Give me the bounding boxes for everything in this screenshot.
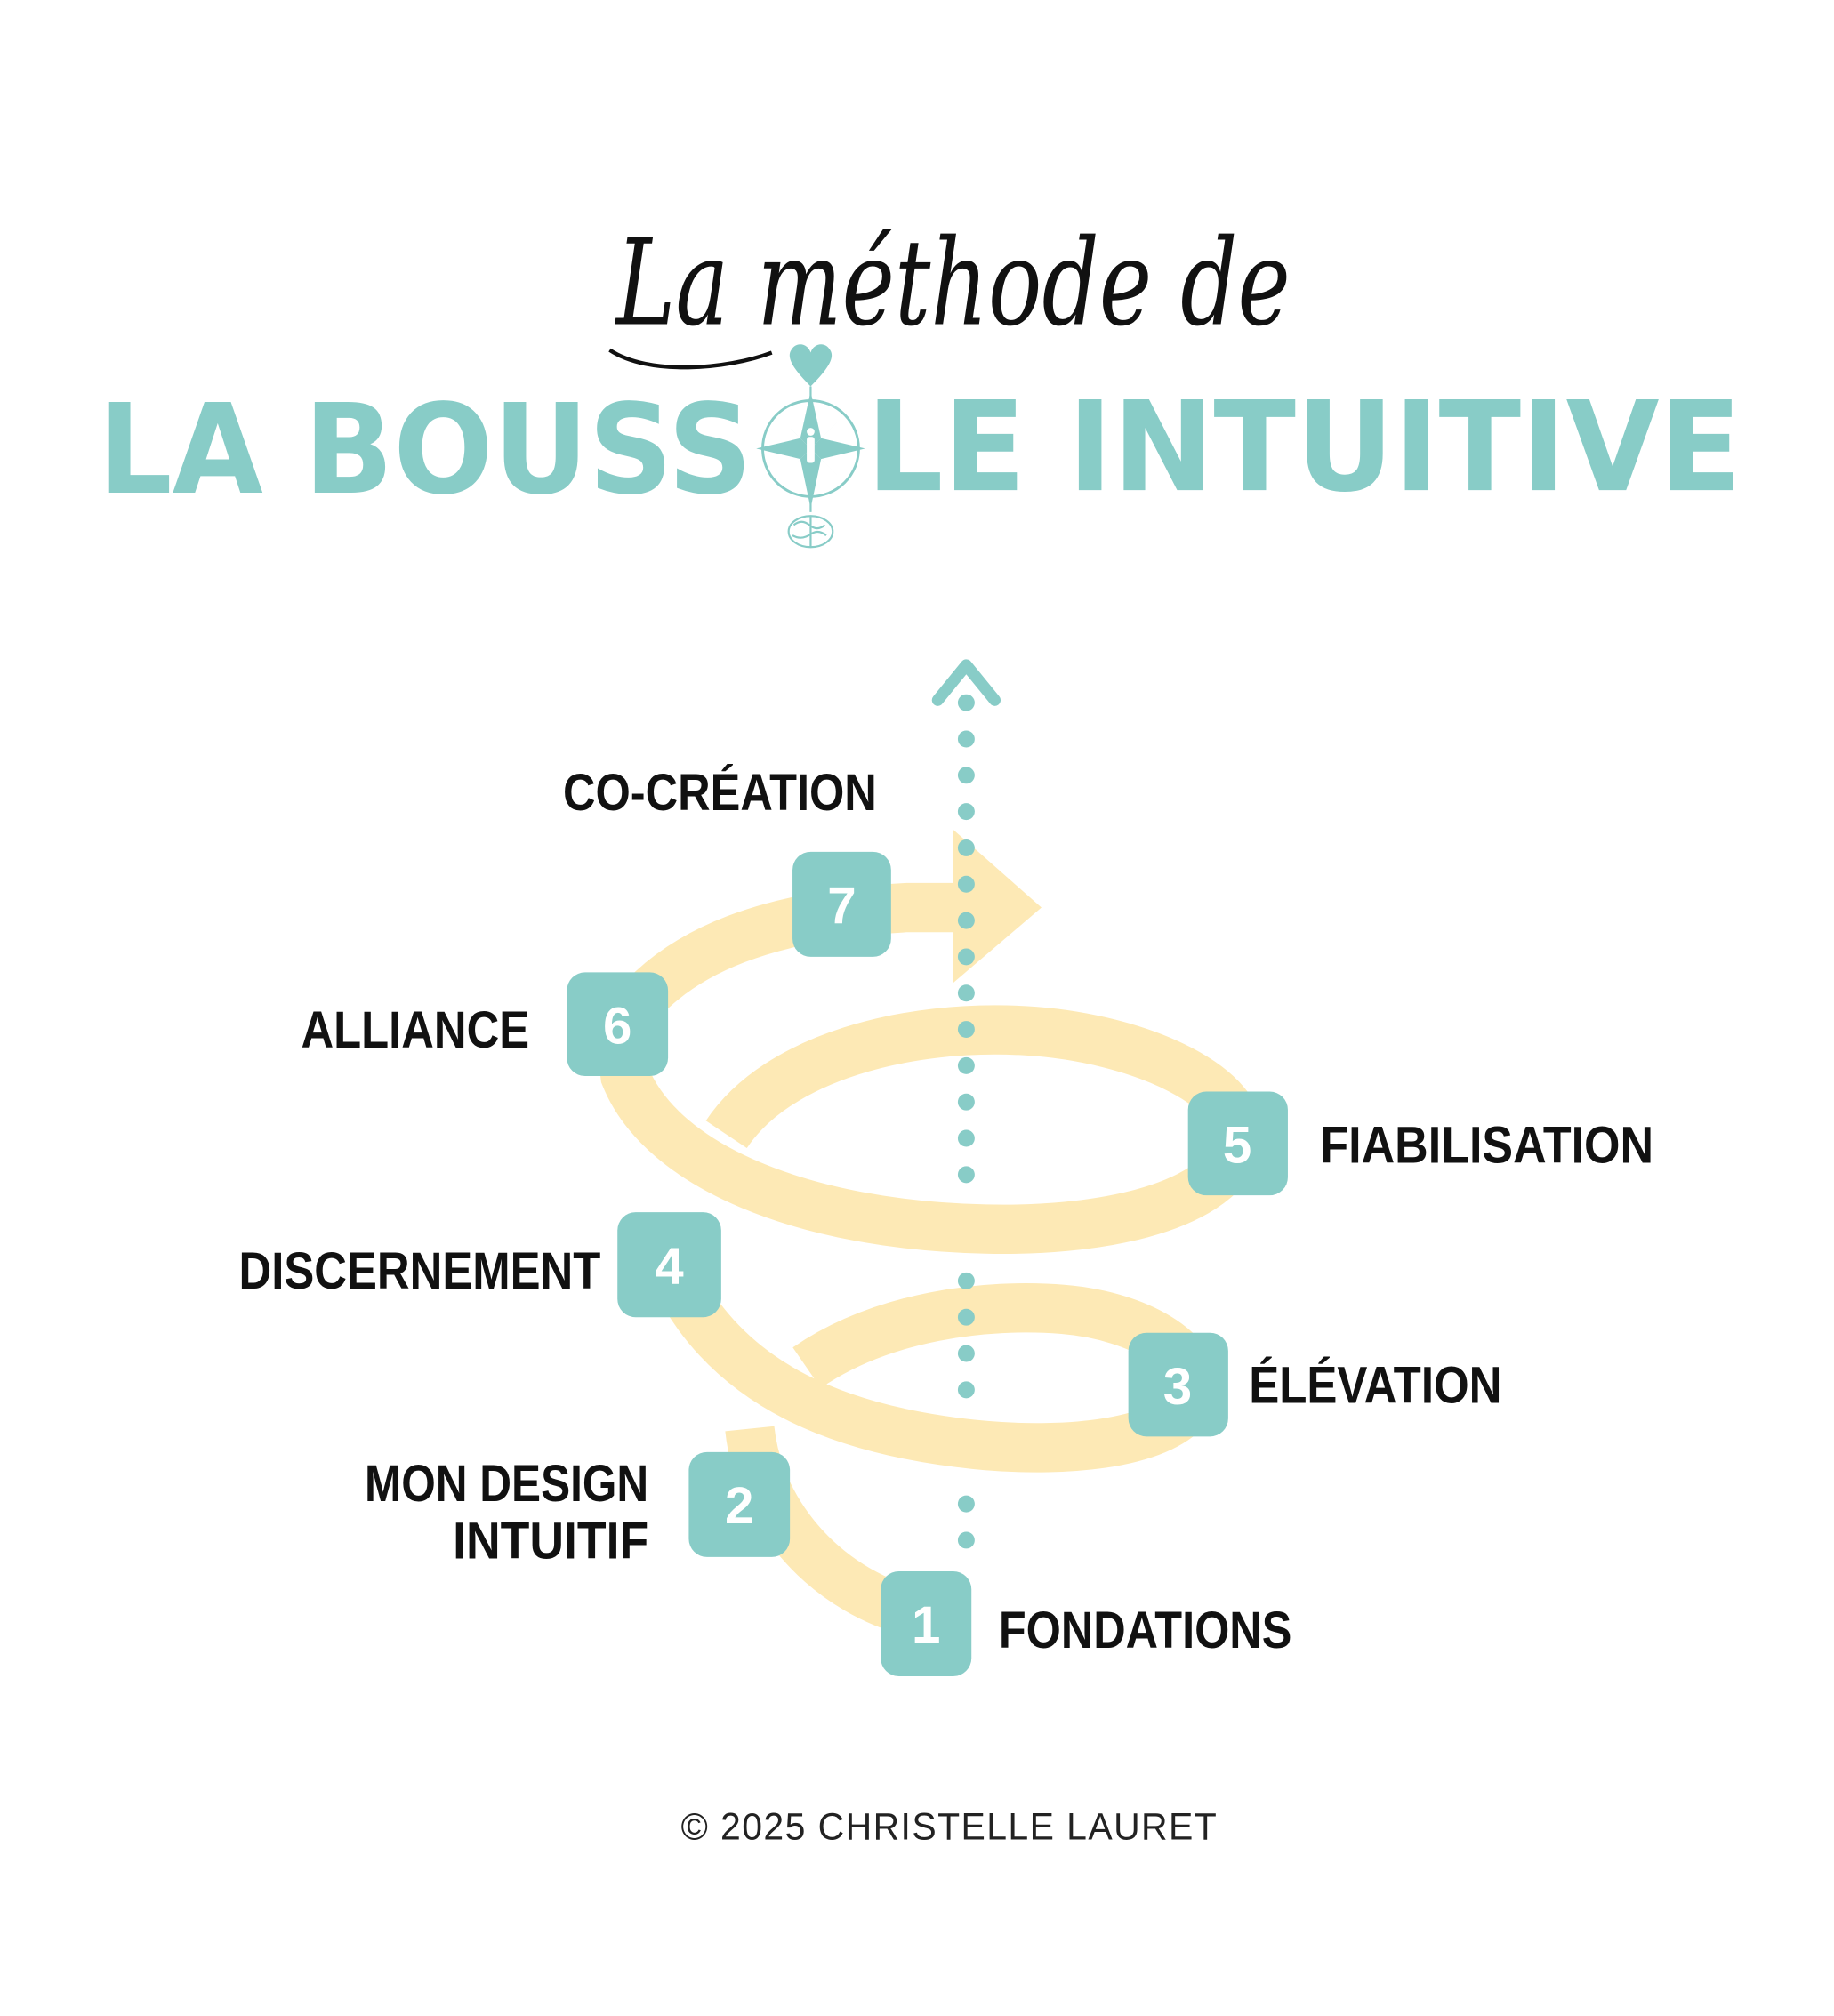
step-label-1: FONDATIONS bbox=[999, 1602, 1291, 1659]
step-label-2-line2: INTUITIF bbox=[453, 1512, 648, 1570]
step-label-7: CO-CRÉATION bbox=[563, 763, 877, 822]
dotted-axis bbox=[957, 694, 975, 1549]
step-number-1: 1 bbox=[912, 1596, 940, 1654]
spiral-arrow-head bbox=[953, 830, 1042, 984]
step-label-5: FIABILISATION bbox=[1320, 1117, 1653, 1175]
axis-dot bbox=[957, 730, 975, 748]
step-number-3: 3 bbox=[1163, 1358, 1192, 1416]
axis-dot bbox=[957, 1056, 975, 1074]
copyright: © 2025 CHRISTELLE LAURET bbox=[681, 1806, 1219, 1848]
step-5: 5 FIABILISATION bbox=[1187, 1091, 1653, 1196]
axis-dot bbox=[957, 875, 975, 893]
axis-dot bbox=[957, 767, 975, 784]
compass-icon bbox=[756, 386, 865, 512]
brain-icon bbox=[787, 515, 834, 549]
step-label-4: DISCERNEMENT bbox=[239, 1242, 601, 1300]
step-4: 4 DISCERNEMENT bbox=[239, 1212, 721, 1318]
step-number-6: 6 bbox=[603, 998, 631, 1056]
axis-dot bbox=[957, 1495, 975, 1513]
step-number-2: 2 bbox=[725, 1477, 753, 1535]
step-number-5: 5 bbox=[1223, 1117, 1251, 1175]
axis-dot bbox=[957, 1272, 975, 1289]
step-badge-3 bbox=[1128, 1332, 1228, 1437]
axis-dot bbox=[957, 1021, 975, 1039]
step-badge-6 bbox=[567, 972, 669, 1077]
step-number-4: 4 bbox=[655, 1237, 684, 1295]
axis-dot bbox=[957, 1531, 975, 1549]
script-flourish bbox=[608, 348, 773, 370]
axis-dot bbox=[957, 948, 975, 966]
step-label-2-line1: MON DESIGN bbox=[365, 1455, 648, 1513]
step-badge-2 bbox=[688, 1451, 791, 1557]
step-badge-4 bbox=[617, 1212, 721, 1318]
step-3: 3 ÉLÉVATION bbox=[1128, 1332, 1502, 1437]
step-label-3: ÉLÉVATION bbox=[1249, 1355, 1501, 1414]
main-title-part1: LA BOUSS bbox=[98, 378, 752, 523]
step-1: 1 FONDATIONS bbox=[881, 1570, 1291, 1677]
script-title: La méthode de bbox=[615, 213, 1291, 352]
step-badge-5 bbox=[1187, 1091, 1288, 1196]
step-badge-1 bbox=[881, 1570, 972, 1677]
axis-dot bbox=[957, 1093, 975, 1111]
main-title-part2: LE INTUITIVE bbox=[866, 375, 1741, 520]
axis-dot bbox=[957, 984, 975, 1002]
axis-dot bbox=[957, 1129, 975, 1147]
axis-dot bbox=[957, 1381, 975, 1399]
axis-dot bbox=[957, 803, 975, 821]
step-label-6: ALLIANCE bbox=[302, 1001, 530, 1059]
step-6: 6 ALLIANCE bbox=[302, 972, 669, 1077]
step-number-7: 7 bbox=[827, 877, 856, 935]
axis-dot bbox=[957, 839, 975, 856]
axis-dot bbox=[957, 1345, 975, 1362]
step-7: 7 CO-CRÉATION bbox=[563, 763, 891, 957]
axis-dot bbox=[957, 912, 975, 929]
step-2: 2 MON DESIGN INTUITIF bbox=[365, 1451, 791, 1570]
axis-dot bbox=[957, 1166, 975, 1184]
axis-dot bbox=[957, 694, 975, 711]
step-badge-7 bbox=[792, 851, 891, 957]
heart-icon bbox=[789, 344, 833, 387]
axis-chevron-up-icon bbox=[931, 659, 1001, 706]
axis-dot bbox=[957, 1308, 975, 1326]
